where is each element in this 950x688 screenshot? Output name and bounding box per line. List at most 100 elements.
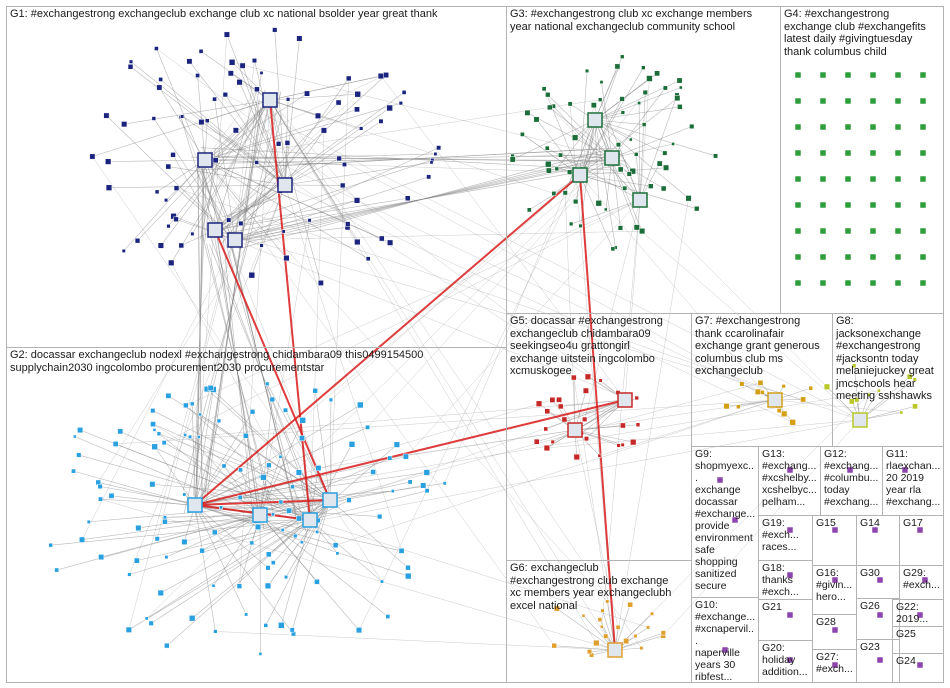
edge-line [164, 199, 641, 443]
node [794, 227, 802, 235]
node [617, 166, 624, 173]
node [566, 169, 573, 175]
node [533, 438, 540, 445]
edge-line [234, 147, 439, 241]
hub-node [604, 150, 620, 166]
edge-line [152, 423, 331, 501]
bundle-edge [218, 217, 307, 533]
node [721, 646, 729, 654]
node [216, 418, 222, 424]
edge-line [564, 192, 576, 431]
node [173, 216, 179, 222]
node [387, 239, 394, 246]
edge-line [774, 399, 902, 413]
node [823, 383, 831, 390]
edge-line [594, 119, 689, 199]
node [869, 123, 877, 131]
edge-line [164, 514, 261, 518]
edge-line [214, 89, 258, 231]
node [354, 91, 361, 98]
node [545, 92, 551, 98]
node [212, 96, 217, 102]
edge-line [194, 404, 361, 506]
node [582, 416, 588, 422]
node [844, 123, 852, 131]
edge-line [314, 390, 331, 501]
node [553, 605, 560, 612]
node [599, 624, 604, 629]
edge-line [50, 519, 311, 546]
node [641, 65, 646, 70]
node [906, 373, 913, 380]
group-label-g16: G16: #givin... hero... [816, 567, 853, 603]
node [154, 189, 160, 195]
edge-line [267, 499, 331, 586]
node [562, 190, 568, 196]
edge-line [556, 608, 616, 651]
edge-line [206, 388, 331, 501]
node [178, 242, 185, 249]
node [380, 579, 384, 584]
edge-line [611, 143, 674, 159]
heavy-edge [194, 174, 581, 506]
node [572, 134, 579, 141]
node [578, 223, 583, 228]
edge-line [309, 468, 319, 521]
edge-line [234, 176, 429, 241]
node [345, 221, 351, 227]
node [871, 526, 879, 534]
edge-line [194, 504, 296, 537]
node [161, 440, 167, 446]
node [260, 474, 267, 481]
node [869, 149, 877, 157]
node [377, 72, 384, 80]
node [304, 90, 310, 97]
node [723, 403, 730, 410]
node [794, 175, 802, 183]
node [299, 435, 305, 442]
node [433, 152, 438, 156]
edge-line [166, 514, 261, 558]
node [581, 613, 586, 618]
node [248, 271, 256, 279]
node [108, 492, 115, 499]
node [615, 142, 621, 148]
edge-line [166, 519, 311, 646]
edge-line [201, 121, 626, 401]
node [265, 551, 272, 558]
node [293, 533, 298, 539]
node [199, 547, 205, 554]
node [642, 89, 648, 96]
node [794, 279, 802, 287]
edge-line [156, 48, 236, 241]
edge-line [859, 406, 916, 421]
node [404, 195, 411, 202]
bundle-edge [199, 89, 266, 516]
node [869, 71, 877, 79]
node [876, 576, 884, 584]
node [789, 419, 796, 426]
node [919, 227, 927, 235]
node [190, 401, 195, 407]
edge-line [234, 78, 349, 241]
edge-line [204, 109, 358, 161]
edge-line [266, 383, 331, 501]
edge-line [82, 514, 261, 541]
edge-line [554, 645, 616, 651]
edge-line [204, 159, 391, 243]
node [646, 625, 651, 630]
edge-line [204, 75, 385, 161]
node [646, 75, 653, 82]
node [781, 384, 786, 389]
node [105, 158, 112, 165]
node [151, 116, 157, 121]
edge-line [624, 78, 650, 401]
group-box-g22: G22: 2019... [892, 599, 944, 627]
node [916, 661, 924, 669]
node [251, 58, 257, 64]
node [157, 589, 164, 596]
hub-node [262, 92, 278, 108]
node [627, 601, 633, 608]
edge-line [291, 499, 331, 630]
hub-node [207, 222, 223, 238]
